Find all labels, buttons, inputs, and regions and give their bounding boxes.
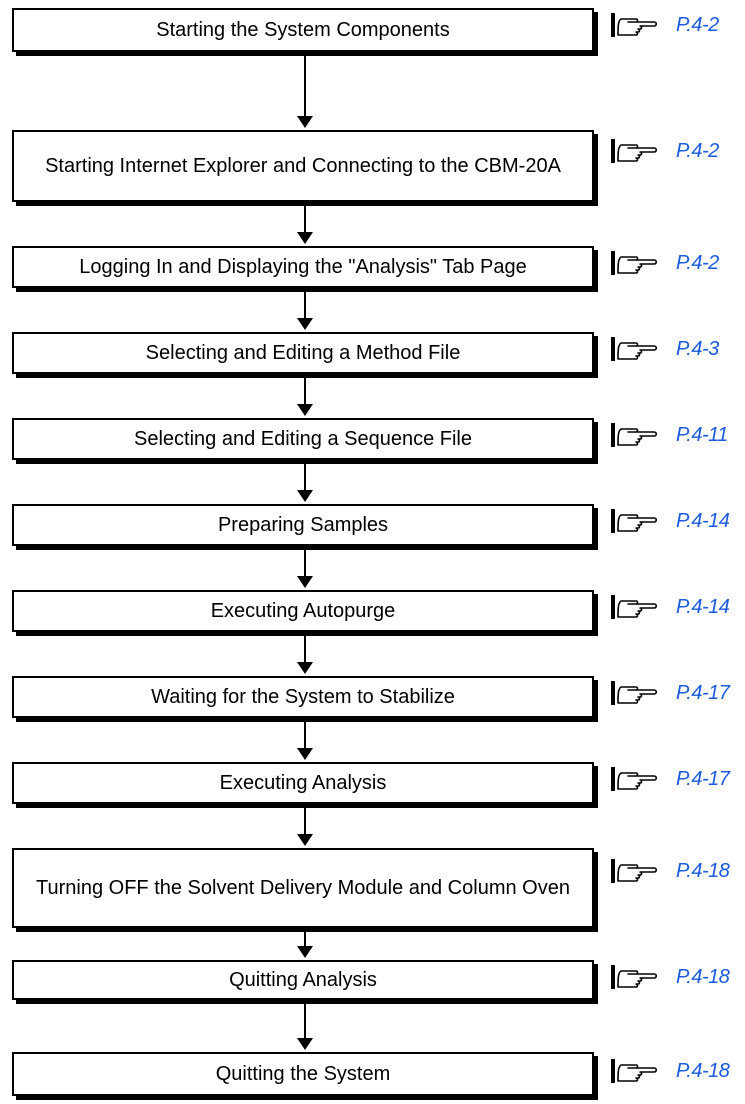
flow-arrow [294, 808, 316, 846]
step-box: Starting the System Components [12, 8, 594, 52]
hand-pointing-icon [611, 251, 658, 275]
flow-arrow [294, 464, 316, 502]
page-reference-link[interactable]: P.4-3 [676, 337, 719, 360]
flow-step: Preparing Samples [0, 504, 594, 546]
hand-pointing-icon [610, 11, 672, 39]
page-reference[interactable]: P.4-18 [610, 854, 730, 888]
hand-pointing-icon [611, 595, 658, 619]
hand-pointing-icon [611, 139, 658, 163]
flow-step: Quitting Analysis [0, 960, 594, 1000]
flow-arrow [294, 932, 316, 958]
step-box: Quitting Analysis [12, 960, 594, 1000]
flow-step: Selecting and Editing a Sequence File [0, 418, 594, 460]
page-reference[interactable]: P.4-14 [610, 504, 730, 538]
page-reference[interactable]: P.4-2 [610, 8, 719, 42]
flow-arrow [294, 206, 316, 244]
hand-pointing-icon [611, 859, 658, 883]
hand-pointing-icon [610, 335, 672, 363]
step-box: Selecting and Editing a Sequence File [12, 418, 594, 460]
hand-pointing-icon [610, 593, 672, 621]
hand-pointing-icon [610, 1057, 672, 1085]
page-reference[interactable]: P.4-18 [610, 960, 730, 994]
hand-pointing-icon [611, 681, 658, 705]
step-box: Quitting the System [12, 1052, 594, 1096]
hand-pointing-icon [611, 423, 658, 447]
hand-pointing-icon [610, 507, 672, 535]
flow-step: Logging In and Displaying the "Analysis"… [0, 246, 594, 288]
flow-arrow [294, 550, 316, 588]
step-box: Waiting for the System to Stabilize [12, 676, 594, 718]
hand-pointing-icon [610, 963, 672, 991]
flow-arrow [294, 722, 316, 760]
hand-pointing-icon [611, 767, 658, 791]
page-reference[interactable]: P.4-17 [610, 762, 730, 796]
flow-step: Executing Autopurge [0, 590, 594, 632]
hand-pointing-icon [610, 765, 672, 793]
page-reference-link[interactable]: P.4-14 [676, 595, 730, 618]
hand-pointing-icon [611, 509, 658, 533]
hand-pointing-icon [611, 1059, 658, 1083]
page-reference-link[interactable]: P.4-2 [676, 251, 719, 274]
page-reference-link[interactable]: P.4-2 [676, 13, 719, 36]
page-reference[interactable]: P.4-2 [610, 134, 719, 168]
page-reference-link[interactable]: P.4-17 [676, 681, 730, 704]
flow-step: Executing Analysis [0, 762, 594, 804]
step-box: Starting Internet Explorer and Connectin… [12, 130, 594, 202]
flow-step: Selecting and Editing a Method File [0, 332, 594, 374]
page-reference-link[interactable]: P.4-14 [676, 509, 730, 532]
page-reference-link[interactable]: P.4-18 [676, 965, 730, 988]
flow-arrow [294, 636, 316, 674]
flow-arrow [294, 292, 316, 330]
hand-pointing-icon [611, 337, 658, 361]
step-box: Turning OFF the Solvent Delivery Module … [12, 848, 594, 928]
flow-arrow [294, 56, 316, 128]
step-box: Logging In and Displaying the "Analysis"… [12, 246, 594, 288]
page-reference-link[interactable]: P.4-18 [676, 859, 730, 882]
step-box: Selecting and Editing a Method File [12, 332, 594, 374]
page-reference[interactable]: P.4-14 [610, 590, 730, 624]
hand-pointing-icon [611, 965, 658, 989]
hand-pointing-icon [610, 421, 672, 449]
flow-step: Starting the System Components [0, 8, 594, 52]
flow-arrow [294, 1004, 316, 1050]
page-reference[interactable]: P.4-18 [610, 1054, 730, 1088]
page-reference-link[interactable]: P.4-2 [676, 139, 719, 162]
page-reference-link[interactable]: P.4-11 [676, 423, 728, 446]
hand-pointing-icon [611, 13, 658, 37]
hand-pointing-icon [610, 137, 672, 165]
flow-step: Turning OFF the Solvent Delivery Module … [0, 848, 594, 928]
flow-arrow [294, 378, 316, 416]
hand-pointing-icon [610, 857, 672, 885]
flow-step: Waiting for the System to Stabilize [0, 676, 594, 718]
hand-pointing-icon [610, 249, 672, 277]
page-reference-link[interactable]: P.4-17 [676, 767, 730, 790]
page-reference[interactable]: P.4-2 [610, 246, 719, 280]
step-box: Preparing Samples [12, 504, 594, 546]
hand-pointing-icon [610, 679, 672, 707]
page-reference-link[interactable]: P.4-18 [676, 1059, 730, 1082]
flow-step: Starting Internet Explorer and Connectin… [0, 130, 594, 202]
flow-step: Quitting the System [0, 1052, 594, 1096]
step-box: Executing Analysis [12, 762, 594, 804]
page-reference[interactable]: P.4-3 [610, 332, 719, 366]
page-reference[interactable]: P.4-17 [610, 676, 730, 710]
page-reference[interactable]: P.4-11 [610, 418, 728, 452]
step-box: Executing Autopurge [12, 590, 594, 632]
